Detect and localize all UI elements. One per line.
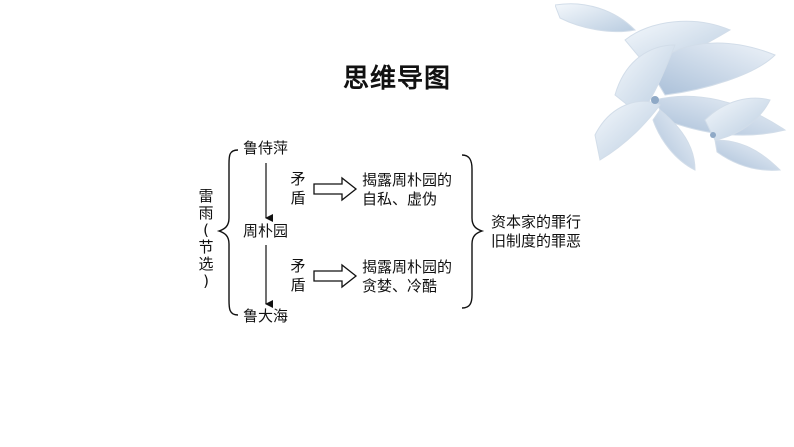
result-top-line2: 自私、虚伪 xyxy=(362,190,438,208)
work-title-char: 雷 xyxy=(198,187,214,205)
conflict-label-bottom: 矛 盾 xyxy=(290,257,306,295)
result-bottom-line2: 贪婪、冷酷 xyxy=(362,277,438,295)
theme-line1: 资本家的罪行 xyxy=(491,213,582,231)
left-brace xyxy=(216,149,239,316)
right-brace xyxy=(461,154,485,309)
work-title-char: 选 xyxy=(198,255,214,273)
theme-line2: 旧制度的罪恶 xyxy=(491,232,582,250)
character-middle: 周朴园 xyxy=(243,222,289,240)
work-title-vertical: 雷 雨 ( 节 选 ) xyxy=(198,188,214,290)
work-title-char: ) xyxy=(203,272,209,290)
character-top: 鲁侍萍 xyxy=(243,139,289,157)
lily-flower-decoration xyxy=(555,3,787,171)
hollow-arrow-bottom xyxy=(313,263,358,289)
work-title-char: 雨 xyxy=(198,204,214,222)
conflict-label-top: 矛 盾 xyxy=(290,170,306,208)
result-bottom-line1: 揭露周朴园的 xyxy=(362,258,453,276)
work-title-char: 节 xyxy=(198,238,214,256)
conflict-char: 盾 xyxy=(290,189,306,207)
slide-title: 思维导图 xyxy=(342,64,451,94)
hollow-arrow-top xyxy=(313,176,358,202)
work-title-char: ( xyxy=(203,221,209,239)
conflict-char: 矛 xyxy=(290,257,306,275)
conflict-char: 盾 xyxy=(290,276,306,294)
character-bottom: 鲁大海 xyxy=(243,307,289,325)
conflict-char: 矛 xyxy=(290,170,306,188)
result-top-line1: 揭露周朴园的 xyxy=(362,171,453,189)
